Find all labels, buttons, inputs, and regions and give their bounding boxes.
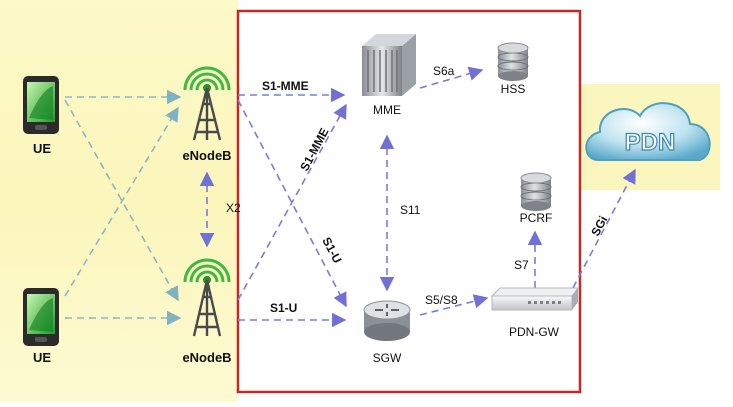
pdn-gw-device-icon[interactable] [490,287,579,311]
link-s1mme-diag [237,103,347,301]
link-s1u-diag [237,99,347,308]
link-ue1-enb2 [64,99,179,302]
core-links [199,66,636,328]
pdn-cloud-icon[interactable]: PDN [585,102,711,161]
sgw-router-icon[interactable] [363,300,411,341]
hss-label: HSS [501,82,526,96]
ue-label: UE [33,141,51,156]
mme-server-icon[interactable] [362,34,416,96]
pdn-label: PDN [625,129,676,156]
pcrf-database-icon[interactable] [520,172,552,211]
hss-database-icon[interactable] [497,42,529,81]
enodeb-label: eNodeB [182,148,231,163]
ue-phone-icon[interactable] [23,76,59,134]
enodeb-tower-icon[interactable] [183,66,231,141]
ue-phone-icon[interactable] [23,288,59,346]
pdn-gw-label: PDN-GW [509,325,560,339]
s6a-label: S6a [433,64,455,78]
s5-s8-label: S5/S8 [425,293,458,307]
enodeb-label: eNodeB [182,350,231,365]
link-ue2-enb1 [64,106,179,297]
link-s6a [419,66,484,89]
s1-mme-label: S1-MME [262,79,309,93]
s1-u-label: S1-U [270,301,297,315]
pcrf-label: PCRF [520,211,553,225]
ue-links [64,89,182,326]
s7-label: S7 [514,258,529,272]
sgw-label: SGW [373,351,402,365]
x2-label: X2 [226,201,241,215]
link-sgi [572,168,636,289]
s11-label: S11 [400,203,421,217]
ue-label: UE [33,350,51,365]
enodeb-tower-icon[interactable] [183,258,231,337]
mme-label: MME [373,103,401,117]
